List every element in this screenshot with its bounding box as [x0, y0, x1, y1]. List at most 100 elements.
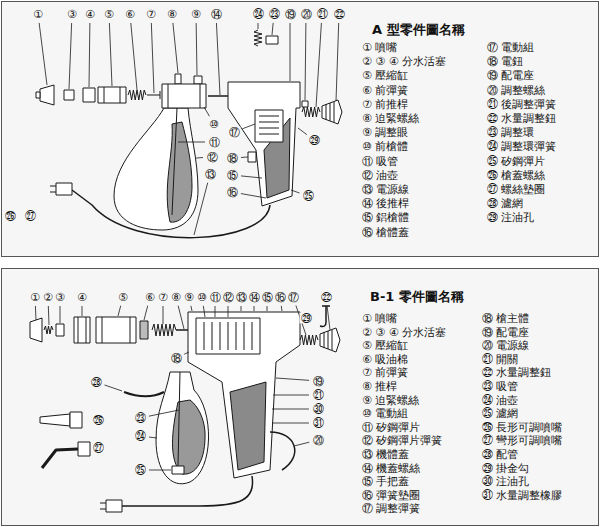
part-list-entry: ⑰ 電動組: [487, 41, 535, 54]
callout-number: ⑮: [261, 292, 274, 303]
part-list-entry: ⑧ 推桿: [362, 380, 397, 393]
callout-number: ㉔: [252, 9, 265, 20]
illustration-part: [230, 382, 266, 470]
callout-number: ㉓: [268, 9, 281, 20]
illustration-part: [156, 372, 209, 484]
part-list-entry: ㉙ 掛金勾: [482, 462, 530, 475]
part-list-entry: ⑬ 機體蓋: [362, 448, 410, 461]
callout-number: ㉙: [300, 313, 313, 324]
callout-number: ⑪: [209, 292, 222, 303]
part-list-entry: ⑲ 配電座: [487, 69, 535, 82]
callout-number: ⑬: [235, 292, 248, 303]
callout-number: ⑱: [170, 353, 183, 364]
callout-number: ㉕: [134, 465, 147, 476]
callout-number: ㉕: [302, 191, 315, 202]
part-list-entry: ㉒ 水量調整鈕: [482, 366, 552, 379]
callout-number: ⑬: [204, 169, 217, 180]
part-list-entry: ⑳ 電源線: [482, 339, 530, 352]
part-list-entry: ⑩ 前槍體: [362, 140, 408, 153]
leader-line: [173, 23, 178, 73]
callout-number: ⑫: [222, 292, 235, 303]
illustration-part: [172, 108, 177, 215]
part-list-entry: ⑦ 前彈簧: [362, 366, 408, 379]
illustration-part: [168, 84, 200, 108]
callout-number: ④: [84, 9, 96, 20]
callout-number: ㉚: [312, 404, 325, 415]
illustration-part: [100, 503, 106, 509]
callout-number: ⑧: [170, 292, 182, 303]
illustration-part: [320, 328, 340, 352]
callout-number: ⑨: [183, 292, 195, 303]
callout-number: ③: [54, 292, 66, 303]
leader-line: [178, 306, 184, 329]
leader-line: [149, 470, 171, 471]
leader-line: [48, 306, 50, 325]
illustration-part: [124, 392, 164, 397]
part-list-entry: ② ③ ④ 分水活塞: [362, 55, 446, 68]
callout-number: ⑤: [103, 9, 115, 20]
callout-number: ㉗: [92, 443, 105, 454]
callout-number: ㉓: [134, 413, 147, 424]
leader-line: [272, 23, 273, 35]
leader-line: [228, 306, 229, 317]
callout-number: ②: [42, 292, 54, 303]
leader-line: [184, 352, 189, 354]
callout-number: ⑱: [226, 153, 239, 164]
part-list-entry: ① 噴嘴: [362, 41, 397, 54]
part-list-entry: ① 噴嘴: [362, 312, 397, 325]
leader-line: [258, 23, 259, 29]
illustration-part: [42, 449, 78, 468]
illustration-part: [104, 87, 120, 103]
part-list-entry: ⑫ 油壺: [362, 169, 399, 182]
leader-line: [131, 23, 137, 90]
part-list-entry: ⑥ 前彈簧: [362, 84, 408, 97]
leader-line: [294, 442, 309, 446]
callout-number: ④: [76, 292, 88, 303]
part-list-entry: ㉑ 開關: [482, 353, 519, 366]
part-list-entry: ⑮ 鋁槍體: [362, 211, 410, 224]
callout-number: ㉙: [308, 135, 321, 146]
part-list-entry: ⑲ 配電座: [482, 326, 530, 339]
part-list-entry: ⑫ 矽鋼彈片彈簧: [362, 434, 443, 447]
callout-number: ⑦: [157, 292, 169, 303]
leader-lines: [35, 23, 338, 470]
illustration-part: [40, 414, 70, 426]
illustration-part: [74, 317, 90, 343]
illustration-part: [106, 500, 122, 512]
illustration-part: [152, 324, 176, 336]
list-heading: B-1 零件圖名稱: [370, 289, 464, 305]
part-list-entry: ⑤ 壓縮缸: [362, 339, 408, 352]
leader-line: [194, 183, 208, 235]
part-list-entry: ⑯ 槍體蓋: [362, 226, 410, 239]
callout-number: ㉑: [312, 390, 325, 401]
illustration-part: [196, 318, 260, 354]
leader-line: [216, 23, 220, 95]
leader-line: [272, 423, 309, 424]
callout-number: ⑥: [124, 9, 136, 20]
leader-line: [316, 23, 321, 107]
leader-line: [39, 23, 47, 85]
leader-line: [82, 306, 83, 316]
part-list-entry: ⑭ 機蓋螺絲: [362, 462, 421, 475]
part-list-entry: ⑪ 矽鋼彈片: [362, 421, 421, 434]
part-list-entry: ⑮ 手把蓋: [362, 475, 410, 488]
illustration-part: [194, 76, 202, 84]
part-list-entry: ⑱ 電鈕: [487, 55, 524, 68]
leader-line: [276, 378, 309, 380]
part-list-entry: ⑪ 吸管: [362, 155, 399, 168]
part-list-entry: ⑤ 壓縮缸: [362, 69, 408, 82]
illustration-part: [50, 186, 56, 192]
part-list-entry: ㉓ 調整環: [487, 126, 535, 139]
illustration-part: [302, 107, 320, 117]
illustration-part: [114, 108, 198, 230]
callout-number: ㉗: [24, 211, 37, 222]
illustration-part: [248, 152, 256, 162]
part-list-entry: ② ③ ④ 分水活塞: [362, 326, 446, 339]
part-list-entry: ⑱ 槍主體: [482, 312, 530, 325]
leader-line: [191, 306, 192, 311]
callout-number: ⑰: [287, 292, 300, 303]
leader-line: [89, 23, 91, 87]
leader-line: [69, 23, 72, 89]
leader-line: [273, 395, 309, 396]
